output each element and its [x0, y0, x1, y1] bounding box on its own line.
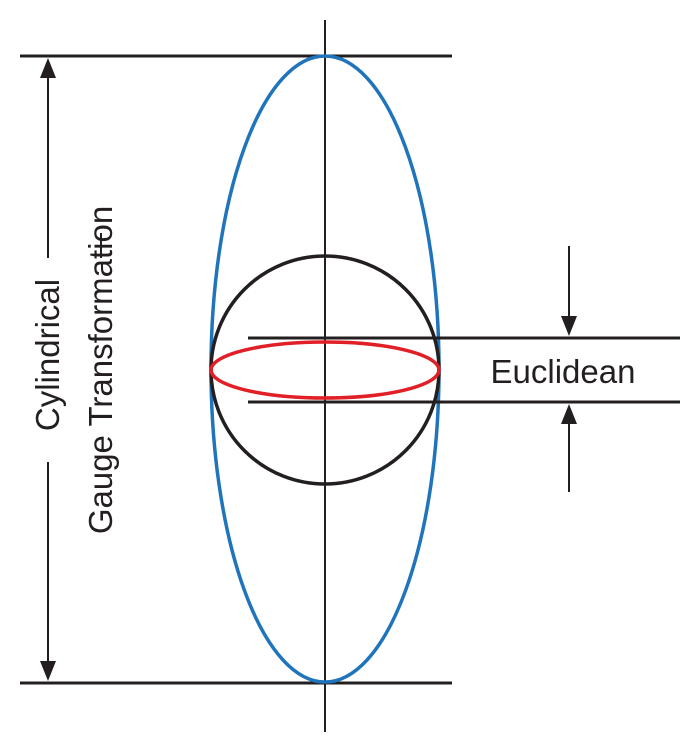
down-arrow-icon: [40, 661, 56, 681]
left-label-line2: Gauge Transformation: [82, 206, 119, 534]
left-label-line1: Cylindrical: [29, 279, 66, 431]
right-label: Euclidean: [491, 353, 636, 390]
up-arrow-icon: [561, 404, 577, 424]
down-arrow-icon: [561, 316, 577, 336]
up-arrow-icon: [40, 58, 56, 78]
inner-ellipse: [209, 340, 441, 400]
